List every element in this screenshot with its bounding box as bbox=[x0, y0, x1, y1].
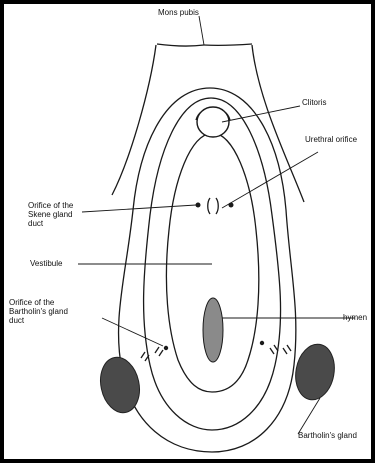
label-bartholin-gland: Bartholin's gland bbox=[298, 431, 357, 440]
label-urethral-orifice: Urethral orifice bbox=[305, 135, 357, 144]
hymen-shape bbox=[203, 298, 223, 362]
label-mons-pubis: Mons pubis bbox=[158, 8, 199, 17]
label-hymen: hymen bbox=[343, 313, 367, 322]
bartholin-orifice-right bbox=[260, 341, 264, 345]
bartholin-orifice-left bbox=[164, 346, 168, 350]
mons-pubis-top-right bbox=[204, 44, 252, 45]
label-bartholin-orifice: Orifice of the Bartholin's gland duct bbox=[9, 298, 68, 325]
skene-orifice-left bbox=[196, 203, 201, 208]
leader-bartholin-orifice bbox=[102, 318, 163, 346]
mons-pubis-outline-right bbox=[252, 45, 304, 202]
mons-pubis-top-left bbox=[157, 44, 204, 46]
label-clitoris: Clitoris bbox=[302, 98, 326, 107]
leader-skene-orifice bbox=[82, 205, 196, 212]
label-vestibule: Vestibule bbox=[30, 259, 62, 268]
mons-pubis-outline-left bbox=[112, 45, 156, 195]
bartholin-gland-right bbox=[291, 341, 338, 403]
urethral-orifice-mark bbox=[208, 198, 219, 214]
label-skene-orifice: Orifice of the Skene gland duct bbox=[28, 201, 73, 228]
leader-bartholin-gland bbox=[298, 398, 320, 434]
leader-mons-pubis bbox=[199, 16, 204, 45]
bartholin-gland-left bbox=[96, 354, 145, 417]
